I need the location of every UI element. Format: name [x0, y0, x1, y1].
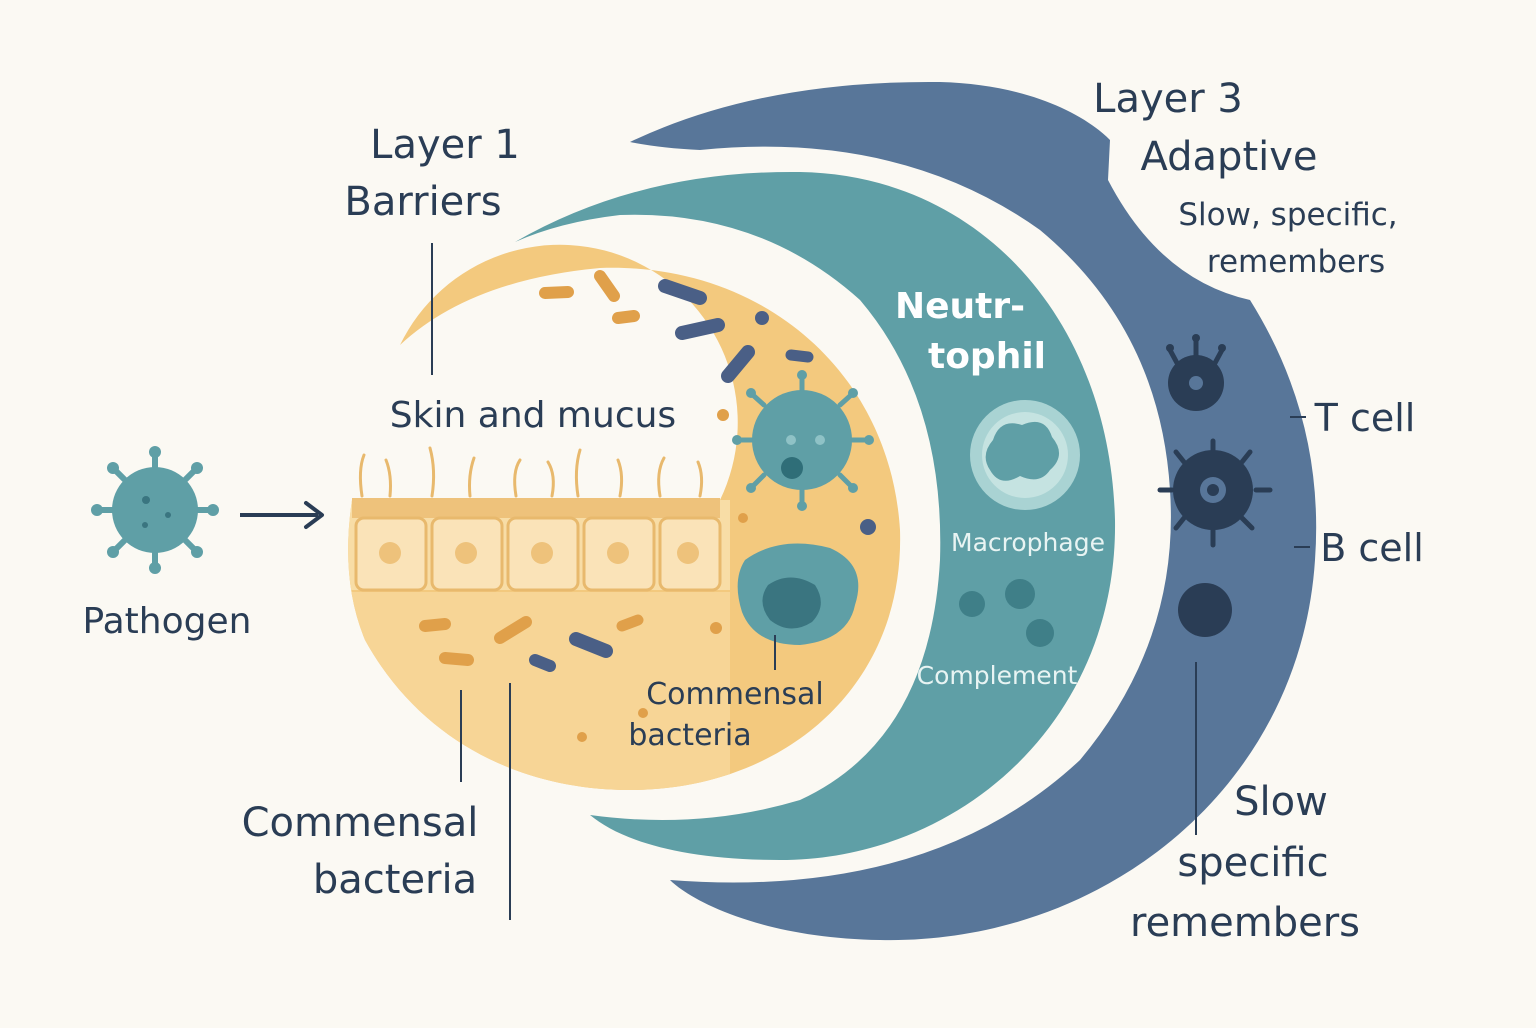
layer3-desc-line1: Slow, specific,	[1178, 197, 1397, 233]
commensal-outer-label-line1: Commensal	[242, 800, 479, 846]
layer1-title-line1: Layer 1	[370, 122, 520, 168]
cilia	[358, 446, 704, 498]
complement-proteins	[959, 579, 1054, 647]
macrophage-label: Macrophage	[951, 528, 1105, 557]
neutrophil-label-line1: Neutr-	[895, 286, 1025, 327]
skin-mucus-label: Skin and mucus	[390, 395, 676, 436]
epithelium-layer	[352, 446, 722, 592]
commensal-inner-label-line2: bacteria	[628, 718, 751, 753]
b-cell-label: B cell	[1320, 526, 1424, 570]
pathogen-label: Pathogen	[83, 601, 252, 642]
memory-cell-icon	[1178, 583, 1232, 637]
layer3-ring	[630, 81, 1317, 941]
virus-icon	[91, 446, 219, 574]
b-cell-icon	[1157, 438, 1273, 548]
layer3-title-line1: Layer 3	[1093, 76, 1243, 122]
layer2-ring	[515, 171, 1116, 861]
virus-in-barrier-icon	[732, 370, 874, 511]
commensal-bacteria-cluster	[419, 270, 814, 672]
commensal-inner-label-line1: Commensal	[646, 677, 824, 712]
layer1-title-line2: Barriers	[344, 179, 501, 225]
neutrophil-cell-icon	[970, 400, 1080, 510]
complement-label: Complement	[917, 661, 1078, 690]
pathogen-arrow	[240, 501, 324, 529]
specific-label: specific	[1177, 840, 1328, 886]
layer3-desc-line2: remembers	[1207, 244, 1385, 280]
layer3-title-line2: Adaptive	[1140, 134, 1317, 180]
commensal-outer-label-line2: bacteria	[313, 857, 477, 903]
bacteria-dots	[577, 311, 876, 742]
t-cell-icon	[1166, 334, 1226, 411]
neutrophil-label-line2: tophil	[928, 336, 1046, 377]
remembers-label: remembers	[1130, 900, 1360, 946]
phagocyte-in-barrier-icon	[737, 543, 859, 645]
t-cell-label: T cell	[1314, 396, 1416, 440]
slow-label: Slow	[1234, 779, 1328, 825]
